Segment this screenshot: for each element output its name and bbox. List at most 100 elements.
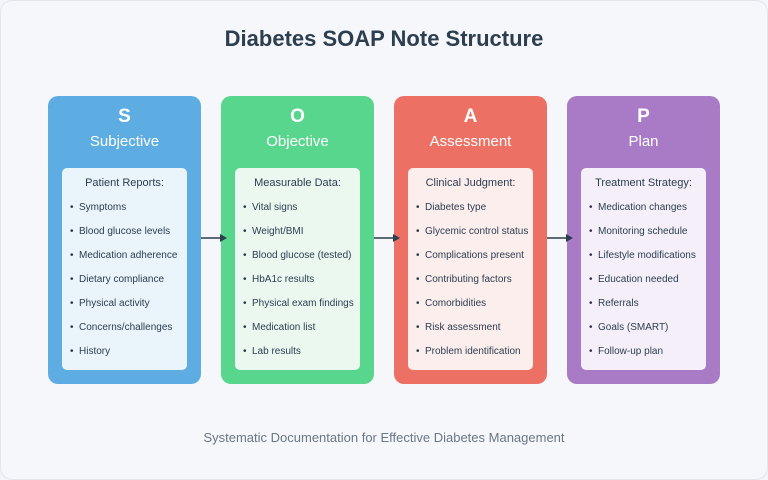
flow-arrow-icon: [547, 234, 573, 242]
list-item: • Risk assessment: [416, 322, 528, 346]
content-heading: Clinical Judgment:: [425, 177, 516, 189]
list-item-text: Physical activity: [79, 298, 150, 309]
bullet-icon: •: [70, 226, 74, 237]
list-item-text: Diabetes type: [425, 202, 487, 213]
list-item-text: Education needed: [598, 274, 679, 285]
bullet-icon: •: [243, 250, 247, 261]
list-item-text: Lab results: [252, 346, 301, 357]
bullet-icon: •: [243, 346, 247, 357]
list-item-text: Contributing factors: [425, 274, 512, 285]
list-item: • Education needed: [589, 274, 696, 298]
list-item: •Complications present: [416, 250, 528, 274]
card-content-box: Measurable Data:•Vital signs•Weight/BMI•…: [235, 168, 360, 370]
content-heading: Treatment Strategy:: [595, 177, 692, 189]
list-item: • Dietary compliance: [70, 274, 177, 298]
bullet-icon: •: [589, 346, 593, 357]
list-item-text: Dietary compliance: [79, 274, 165, 285]
list-item-text: Symptoms: [79, 202, 127, 213]
bullet-icon: •: [589, 250, 593, 261]
bullet-icon: •: [416, 346, 420, 357]
list-item: • Blood glucose (tested): [243, 250, 354, 274]
list-item: • Symptoms: [70, 202, 177, 226]
card-title: Objective: [266, 133, 329, 150]
bullet-icon: •: [70, 250, 74, 261]
bullet-icon: •: [589, 274, 593, 285]
list-item-text: Glycemic control status: [425, 226, 529, 237]
list-item: • Vital signs: [243, 202, 354, 226]
bullet-icon: •: [243, 202, 247, 213]
list-item: • HbA1c results: [243, 274, 354, 298]
list-item-text: Vital signs: [252, 202, 298, 213]
list-item-text: Blood glucose levels: [79, 226, 171, 237]
flow-arrow-icon: [374, 234, 400, 242]
list-item-text: Monitoring schedule: [598, 226, 688, 237]
list-item: • Medication list: [243, 322, 354, 346]
list-item: • Weight/BMI: [243, 226, 354, 250]
card-content-box: Treatment Strategy:•Medication changes•M…: [581, 168, 706, 370]
list-item-text: Complications present: [425, 250, 524, 261]
list-item-text: Medication list: [252, 322, 316, 333]
content-list: •Diabetes type•Glycemic control status•C…: [416, 202, 528, 370]
content-list: • Symptoms • Blood glucose levels • Medicatio…: [70, 202, 177, 370]
list-item: • Medication adherence: [70, 250, 177, 274]
list-item: • Goals (SMART): [589, 322, 696, 346]
list-item-text: HbA1c results: [252, 274, 315, 285]
list-item-text: History: [79, 346, 111, 357]
card-title: Plan: [628, 133, 659, 150]
bullet-icon: •: [589, 226, 593, 237]
card-title: Assessment: [429, 133, 512, 150]
list-item-text: Physical exam findings: [252, 298, 354, 309]
list-item-text: Blood glucose (tested): [252, 250, 352, 261]
bullet-icon: •: [243, 274, 247, 285]
flow-arrow-icon: [201, 234, 227, 242]
list-item-text: Weight/BMI: [252, 226, 304, 237]
bullet-icon: •: [70, 322, 74, 333]
content-heading: Patient Reports:: [85, 177, 164, 189]
list-item: • Lifestyle modifications: [589, 250, 696, 274]
list-item: • Concerns/challenges: [70, 322, 177, 346]
bullet-icon: •: [416, 274, 420, 285]
list-item: • Physical exam findings: [243, 298, 354, 322]
list-item: • Lab results: [243, 346, 354, 370]
list-item: • Physical activity: [70, 298, 177, 322]
bullet-icon: •: [589, 322, 593, 333]
list-item: • Referrals: [589, 298, 696, 322]
list-item-text: Goals (SMART): [598, 322, 669, 333]
bullet-icon: •: [243, 322, 247, 333]
card-content-box: Patient Reports: • Symptoms • Blood glucose …: [62, 168, 187, 370]
bullet-icon: •: [416, 298, 420, 309]
list-item-text: Comorbidities: [425, 298, 487, 309]
list-item: • History: [70, 346, 177, 370]
list-item-text: Concerns/challenges: [79, 322, 173, 333]
list-item-text: Medication adherence: [79, 250, 178, 261]
content-heading: Measurable Data:: [254, 177, 341, 189]
bullet-icon: •: [70, 202, 74, 213]
bullet-icon: •: [243, 226, 247, 237]
list-item: •Medication changes: [589, 202, 696, 226]
bullet-icon: •: [589, 298, 593, 309]
list-item: • Comorbidities: [416, 298, 528, 322]
list-item: • Blood glucose levels: [70, 226, 177, 250]
card-letter: P: [637, 106, 650, 127]
bullet-icon: •: [70, 346, 74, 357]
list-item: • Problem identification: [416, 346, 528, 370]
card-letter: A: [463, 106, 478, 127]
list-item: • Glycemic control status: [416, 226, 528, 250]
list-item-text: Risk assessment: [425, 322, 501, 333]
list-item-text: Referrals: [598, 298, 639, 309]
content-list: •Medication changes•Monitoring schedule•…: [589, 202, 696, 370]
bullet-icon: •: [416, 226, 420, 237]
list-item-text: Follow-up plan: [598, 346, 664, 357]
bullet-icon: •: [416, 322, 420, 333]
bullet-icon: •: [243, 298, 247, 309]
bullet-icon: •: [70, 274, 74, 285]
bullet-icon: •: [70, 298, 74, 309]
list-item-text: Lifestyle modifications: [598, 250, 696, 261]
list-item-text: Problem identification: [425, 346, 521, 357]
card-title: Subjective: [89, 133, 160, 150]
diagram-subtitle: Systematic Documentation for Effective D…: [203, 430, 565, 445]
bullet-icon: •: [416, 202, 420, 213]
list-item: • Diabetes type: [416, 202, 528, 226]
